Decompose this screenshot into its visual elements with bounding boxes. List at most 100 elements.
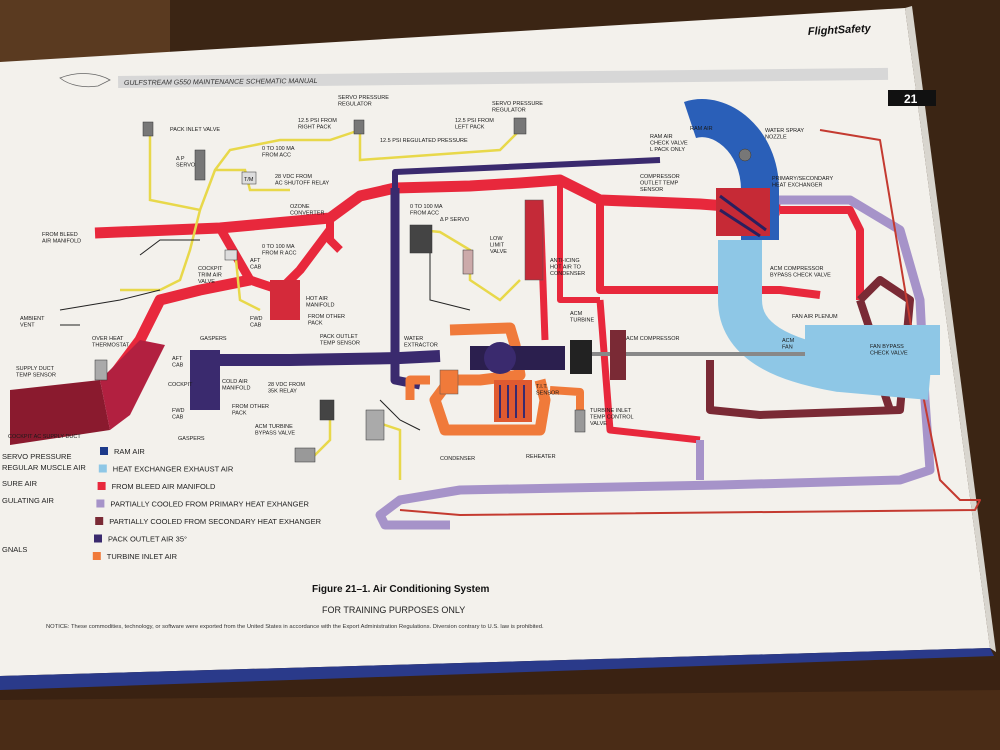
legend-swatch [92, 552, 101, 560]
legend-label: PARTIALLY COOLED FROM SECONDARY HEAT EXH… [109, 517, 321, 526]
legend-left-label: GULATING AIR [2, 496, 55, 505]
cockpit-supply-duct [10, 380, 110, 445]
valves [94, 117, 752, 463]
page-number-box [888, 90, 936, 106]
page-number: 21 [904, 92, 918, 106]
label-reheater: REHEATER [526, 454, 556, 460]
figure-caption: Figure 21–1. Air Conditioning System FOR… [46, 584, 544, 630]
brand-logo: FlightSafety [808, 23, 872, 38]
legend-label: FROM BLEED AIR MANIFOLD [112, 482, 216, 491]
legend-label: RAM AIR [114, 447, 145, 456]
label-cockpit: COCKPIT [168, 382, 193, 388]
label-condenser: CONDENSER [440, 456, 475, 462]
label-tit-sensor: T.I.T.SENSOR [536, 384, 559, 397]
label-acm-compressor: ACM COMPRESSOR [626, 336, 680, 342]
acm-shaft [575, 352, 805, 356]
primary-cooled-duct [375, 195, 935, 530]
servo-regulator-left-icon [513, 117, 527, 135]
export-notice: NOTICE: These commodities, technology, o… [46, 624, 544, 630]
acm-bypass-duct [596, 200, 821, 299]
label-gaspers-top: GASPERS [200, 336, 227, 342]
servo-regulator-right-icon [353, 119, 365, 135]
legend-left-label: SURE AIR [2, 479, 38, 488]
label-fan-air-plenum: FAN AIR PLENUM [792, 314, 838, 320]
legend-label: PARTIALLY COOLED FROM PRIMARY HEAT EXHAN… [110, 500, 309, 509]
legend-left-label: REGULAR MUSCLE AIR [2, 463, 86, 472]
legend-label: PACK OUTLET AIR 35° [108, 535, 187, 544]
figure-title: Figure 21–1. Air Conditioning System [312, 584, 490, 595]
label-dp-servo2: Δ P SERVO [440, 217, 470, 223]
manual-title: GULFSTREAM G550 MAINTENANCE SCHEMATIC MA… [124, 78, 318, 87]
label-psi-regulated: 12.5 PSI REGULATED PRESSURE [380, 138, 468, 144]
water-extractor [439, 369, 459, 395]
aircraft-logo-icon [59, 73, 111, 88]
legend-swatch [100, 447, 108, 455]
legend-swatch [94, 534, 102, 543]
legend-swatch [97, 482, 106, 490]
legend-swatch [96, 499, 105, 508]
legend-swatch [98, 464, 107, 473]
legend-label: TURBINE INLET AIR [107, 552, 178, 561]
label-ram-air: RAM AIR [690, 126, 713, 132]
label-gaspers-bottom: GASPERS [178, 436, 205, 442]
label-tm: T/M [244, 177, 254, 183]
label-cockpit-ac-supply-duct: COCKPIT AC SUPPLY DUCT [8, 434, 81, 440]
hot-air-manifold [270, 280, 300, 320]
legend-left-label: SERVO PRESSURE [2, 452, 71, 461]
signal-lines [59, 230, 471, 431]
turbine-inlet-duct [429, 322, 526, 436]
legend: SERVO PRESSURE REGULAR MUSCLE AIR SURE AIR… [2, 447, 322, 561]
legend-swatch [95, 517, 104, 525]
acm-assembly [439, 330, 805, 422]
legend-left-label: GNALS [2, 545, 27, 554]
manual-header: GULFSTREAM G550 MAINTENANCE SCHEMATIC MA… [59, 23, 936, 106]
training-notice: FOR TRAINING PURPOSES ONLY [322, 605, 465, 615]
ram-air-intake [684, 99, 779, 240]
bleed-air-duct [94, 174, 781, 239]
label-pack-inlet-valve: PACK INLET VALVE [170, 127, 220, 133]
acm-compressor [610, 330, 626, 380]
duct-network [10, 99, 981, 530]
legend-label: HEAT EXCHANGER EXHAUST AIR [113, 465, 234, 474]
pack-inlet-valve-icon [142, 121, 154, 137]
low-limit-valve-body [524, 199, 544, 281]
